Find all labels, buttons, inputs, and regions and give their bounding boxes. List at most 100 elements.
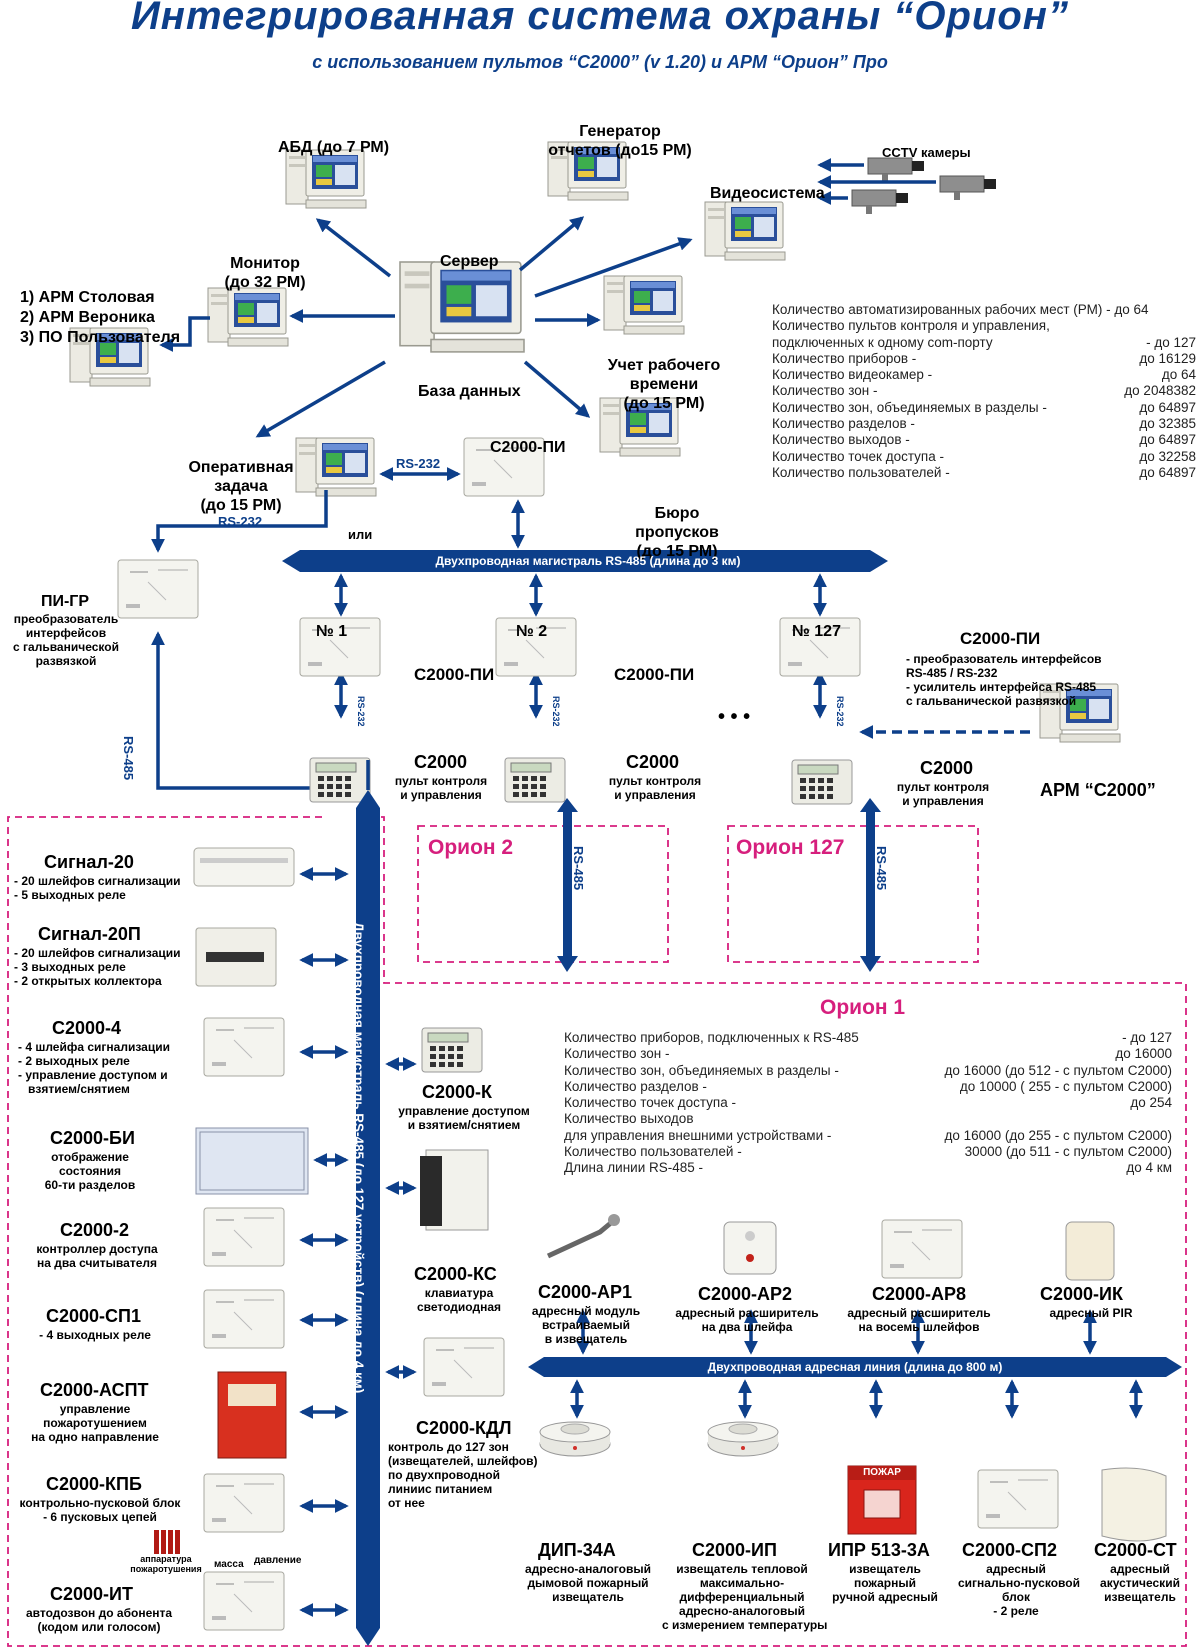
c2000-ip-desc-3: дифференциальный — [679, 1590, 805, 1604]
c2000-bi-desc-3: 60-ти разделов — [44, 1178, 136, 1192]
pi-branch-127-label: С2000-ПИ — [960, 629, 1041, 648]
c2000-ar8-desc-2: на восемь шлейфов — [858, 1320, 980, 1334]
c2000-ks-desc-1: клавиатура — [424, 1286, 494, 1300]
c2000-ar1-desc-2: встраиваемый — [542, 1318, 630, 1332]
pi-desc-4: с гальванической развязкой — [906, 694, 1077, 708]
mass-label: масса — [214, 1559, 244, 1570]
abd-label: АБД (до 7 РМ) — [278, 139, 390, 156]
op-label-1: Оперативная — [188, 459, 294, 476]
time-label-1: Учет рабочего — [607, 357, 721, 374]
dip-34a-desc-1: адресно-аналоговый — [525, 1562, 651, 1576]
server-links — [159, 158, 936, 438]
page-subtitle: с использованием пультов “С2000” (v 1.20… — [312, 52, 888, 72]
system-stat-row: Количество приборов -до 16129 — [772, 350, 1196, 366]
c2000-branch-2-desc-1: пульт контроля — [608, 774, 702, 788]
c2000-ar1-desc-1: адресный модуль — [531, 1304, 641, 1318]
c2000-kdl-desc-2: (извещателей, шлейфов) — [388, 1454, 538, 1468]
c2000-sp1-label: С2000-СП1 — [46, 1306, 141, 1326]
c2000-4-desc-2: - 2 выходных реле — [18, 1054, 130, 1068]
c2000-aspt-desc-2: пожаротушением — [43, 1416, 147, 1430]
pi-gr-desc-2: интерфейсов — [25, 626, 107, 640]
system-stat-row: подключенных к одному com-порту- до 127 — [772, 334, 1196, 350]
system-stat-row: Количество выходов -до 64897 — [772, 432, 1196, 448]
rs232-label-branch1: RS-232 — [356, 696, 366, 727]
pi-gr-desc-3: с гальванической — [13, 640, 119, 654]
c2000-branch-127-desc-1: пульт контроля — [896, 780, 990, 794]
c2000-sp1-desc-1: - 4 выходных реле — [39, 1328, 151, 1342]
report-gen-label-2: отчетов (до15 РМ) — [548, 142, 692, 159]
abd-computer — [285, 149, 367, 209]
time-label-3: (до 15 РМ) — [623, 395, 705, 412]
c2000-4-desc-4: взятием/снятием — [28, 1082, 130, 1096]
pi-branch-2-label: С2000-ПИ — [614, 665, 695, 684]
c2000-bi-desc-1: отображение — [51, 1150, 129, 1164]
c2000-ik-desc-1: адресный PIR — [1049, 1306, 1133, 1320]
system-stat-row: Количество зон, объединяемых в разделы -… — [772, 399, 1196, 415]
signal20p-label: Сигнал-20П — [38, 924, 141, 944]
c2000-st-desc-3: извещатель — [1104, 1590, 1176, 1604]
pi-gr-device — [117, 559, 199, 619]
orion-127-label: Орион 127 — [736, 836, 845, 859]
c2000-sp2-desc-3: блок — [1002, 1590, 1030, 1604]
c2000-2-label: С2000-2 — [60, 1220, 130, 1240]
c2000-4-desc-3: - управление доступом и — [18, 1068, 168, 1082]
apps-item-2: 2) АРМ Вероника — [20, 309, 155, 326]
c2000-branch-1-desc-2: и управления — [400, 788, 482, 802]
pi-top-label: С2000-ПИ — [490, 439, 566, 456]
c2000-kdl-desc-1: контроль до 127 зон — [388, 1440, 509, 1454]
c2000-k-desc-2: и взятием/снятием — [407, 1118, 521, 1132]
left-device-images — [154, 847, 309, 1631]
system-stat-row: Количество автоматизированных рабочих ме… — [772, 302, 1149, 317]
c2000-sp2-desc-2: сигнально-пусковой — [958, 1576, 1080, 1590]
system-stat-row: Количество пультов контроля и управления… — [772, 318, 1050, 334]
apps-item-3: 3) ПО Пользователя — [20, 329, 181, 346]
c2000-st-desc-1: адресный — [1110, 1562, 1170, 1576]
c2000-ik-label: С2000-ИК — [1040, 1284, 1123, 1304]
ipr-513-desc-2: пожарный — [854, 1576, 916, 1590]
cctv-label: CCTV камеры — [882, 145, 971, 160]
c2000-ip-desc-2: максимально- — [699, 1576, 785, 1590]
c2000-ks-label: С2000-КС — [414, 1264, 497, 1284]
kpb-apparatus-2: пожаротушения — [130, 1564, 202, 1574]
c2000-branch-127-label: С2000 — [920, 758, 974, 778]
cctv-camera-3 — [851, 189, 909, 215]
signal20-desc-1: - 20 шлейфов сигнализации — [14, 874, 181, 888]
c2000-2-desc-2: на два считывателя — [37, 1256, 157, 1270]
c2000-ar8-label: С2000-АР8 — [872, 1284, 967, 1304]
c2000-kdl-desc-4: линиис питанием — [388, 1482, 493, 1496]
main-rs485-bus — [282, 550, 888, 572]
cctv-camera-1 — [867, 157, 925, 183]
c2000-k-desc-1: управление доступом — [398, 1104, 530, 1118]
pi-branch-1-label: С2000-ПИ — [414, 665, 495, 684]
address-device-images — [539, 1214, 1167, 1542]
dip-34a-desc-2: дымовой пожарный — [527, 1576, 649, 1590]
main-bus-label: Двухпроводная магистраль RS-485 (длина д… — [435, 554, 741, 568]
pi-desc-3: - усилитель интерфейса RS-485 — [906, 680, 1097, 694]
c2000-ip-desc-5: с измерением температуры — [662, 1618, 828, 1632]
c2000-ar2-desc-2: на два шлейфа — [701, 1320, 793, 1334]
c2000-ip-label: С2000-ИП — [692, 1540, 777, 1560]
c2000-ip-desc-4: адресно-аналоговый — [679, 1604, 805, 1618]
c2000-aspt-desc-3: на одно направление — [31, 1430, 159, 1444]
c2000-st-desc-2: акустический — [1100, 1576, 1180, 1590]
ipr-513-desc-3: ручной адресный — [832, 1590, 938, 1604]
c2000-it-desc-1: автодозвон до абонента — [25, 1606, 173, 1620]
orion1-stat-row: Длина линии RS-485 -до 4 км — [564, 1160, 1172, 1176]
c2000-kdl-desc-5: от нее — [388, 1496, 425, 1510]
c2000-it-label: С2000-ИТ — [50, 1584, 133, 1604]
c2000-kpb-desc-1: контрольно-пусковой блок — [19, 1496, 181, 1510]
c2000-ar2-desc-1: адресный расширитель — [675, 1306, 819, 1320]
system-stat-row: Количество зон -до 2048382 — [772, 383, 1196, 399]
c2000-ar8-desc-1: адресный расширитель — [847, 1306, 991, 1320]
orion1-stat-row: Количество приборов, подключенных к RS-4… — [564, 1030, 1172, 1045]
monitor-computer — [207, 287, 289, 347]
ipr-513-label: ИПР 513-3А — [828, 1540, 930, 1560]
c2000-kdl-label: С2000-КДЛ — [416, 1418, 512, 1438]
monitor-label-2: (до 32 РМ) — [224, 274, 306, 291]
center-device-images — [420, 1027, 505, 1397]
c2000-keypad-2 — [504, 757, 566, 803]
system-stat-row: Количество точек доступа -до 32258 — [772, 448, 1196, 464]
system-stat-row: Количество пользователей -до 64897 — [772, 464, 1196, 480]
orion1-stats: Количество приборов, подключенных к RS-4… — [564, 1030, 1172, 1177]
database-label: База данных — [418, 383, 521, 400]
